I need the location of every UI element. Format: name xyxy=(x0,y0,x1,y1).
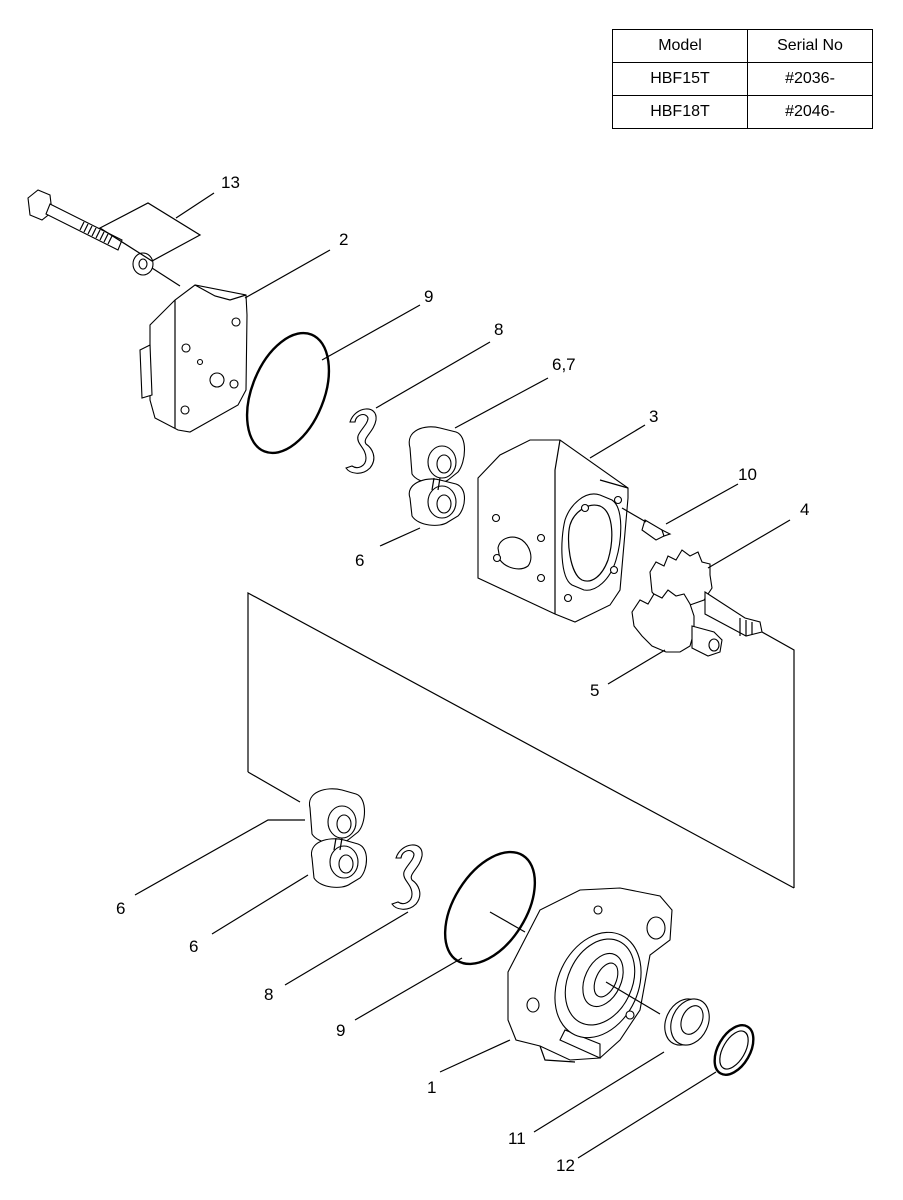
callout-6-lower-b: 6 xyxy=(189,937,198,956)
callout-1: 1 xyxy=(427,1078,436,1097)
leader-10 xyxy=(665,483,739,525)
leader-inner-11 xyxy=(605,981,661,1015)
gear-housing-part xyxy=(477,439,629,623)
bushing-upper-part xyxy=(408,426,466,526)
callout-8-upper: 8 xyxy=(494,320,503,339)
callout-3: 3 xyxy=(649,407,658,426)
rear-cover-part xyxy=(139,284,248,433)
leader-6-lower-a xyxy=(134,819,305,896)
leader-8-upper xyxy=(375,341,491,409)
leader-5 xyxy=(607,649,666,685)
leader-6-lower-b xyxy=(211,874,309,935)
leader-4 xyxy=(707,519,791,569)
boundary-to-bushing xyxy=(247,771,301,803)
leader-9-lower xyxy=(354,957,463,1021)
leader-washer xyxy=(151,267,181,287)
washer-part xyxy=(132,252,154,276)
snap-ring-part xyxy=(713,1024,755,1076)
leader-11 xyxy=(533,1051,665,1133)
o-ring-upper-part xyxy=(245,331,331,455)
callout-9-lower: 9 xyxy=(336,1021,345,1040)
leader-3 xyxy=(589,424,646,459)
callout-4: 4 xyxy=(800,500,809,519)
callout-2: 2 xyxy=(339,230,348,249)
seal-clip-upper-part xyxy=(345,408,377,474)
model-serial-table: Model Serial No HBF15T #2036- HBF18T #20… xyxy=(612,29,873,129)
assembly-boundary-left xyxy=(247,591,795,889)
table-row: HBF18T #2046- xyxy=(612,95,873,129)
driven-gear-part xyxy=(631,589,723,657)
leader-67 xyxy=(454,377,549,429)
leader-9-inner xyxy=(489,911,526,933)
callout-8-lower: 8 xyxy=(264,985,273,1004)
callout-11: 11 xyxy=(508,1129,526,1148)
seal-clip-lower-part xyxy=(391,844,423,910)
leader-6-upper xyxy=(379,527,421,547)
leader-8-lower xyxy=(284,911,409,986)
callout-9-upper: 9 xyxy=(424,287,433,306)
callout-13: 13 xyxy=(221,173,240,192)
bolt-part xyxy=(27,189,123,251)
table-header-row: Model Serial No xyxy=(612,29,873,63)
bushing-lower-part xyxy=(309,788,368,888)
leader-10-in xyxy=(621,507,647,523)
callout-10: 10 xyxy=(738,465,757,484)
pin-part xyxy=(641,519,672,541)
leader-9-upper xyxy=(321,304,421,361)
front-cover-part xyxy=(507,887,673,1063)
table-cell-serial: #2036- xyxy=(747,62,873,96)
leader-1 xyxy=(439,1039,511,1073)
table-cell-serial: #2046- xyxy=(747,95,873,129)
leader-2 xyxy=(244,249,331,299)
callout-5: 5 xyxy=(590,681,599,700)
callout-12: 12 xyxy=(556,1156,575,1175)
callout-6-7: 6,7 xyxy=(552,355,576,374)
table-header-model: Model xyxy=(612,29,748,63)
callout-6-upper: 6 xyxy=(355,551,364,570)
callout-6-lower-a: 6 xyxy=(116,899,125,918)
leader-12 xyxy=(577,1071,717,1159)
assembly-boundary-right xyxy=(761,631,795,888)
oil-seal-part xyxy=(664,998,710,1046)
table-row: HBF15T #2036- xyxy=(612,62,873,96)
leader-13 xyxy=(175,192,215,219)
callout-bracket-13 xyxy=(98,202,202,262)
table-header-serial: Serial No xyxy=(747,29,873,63)
